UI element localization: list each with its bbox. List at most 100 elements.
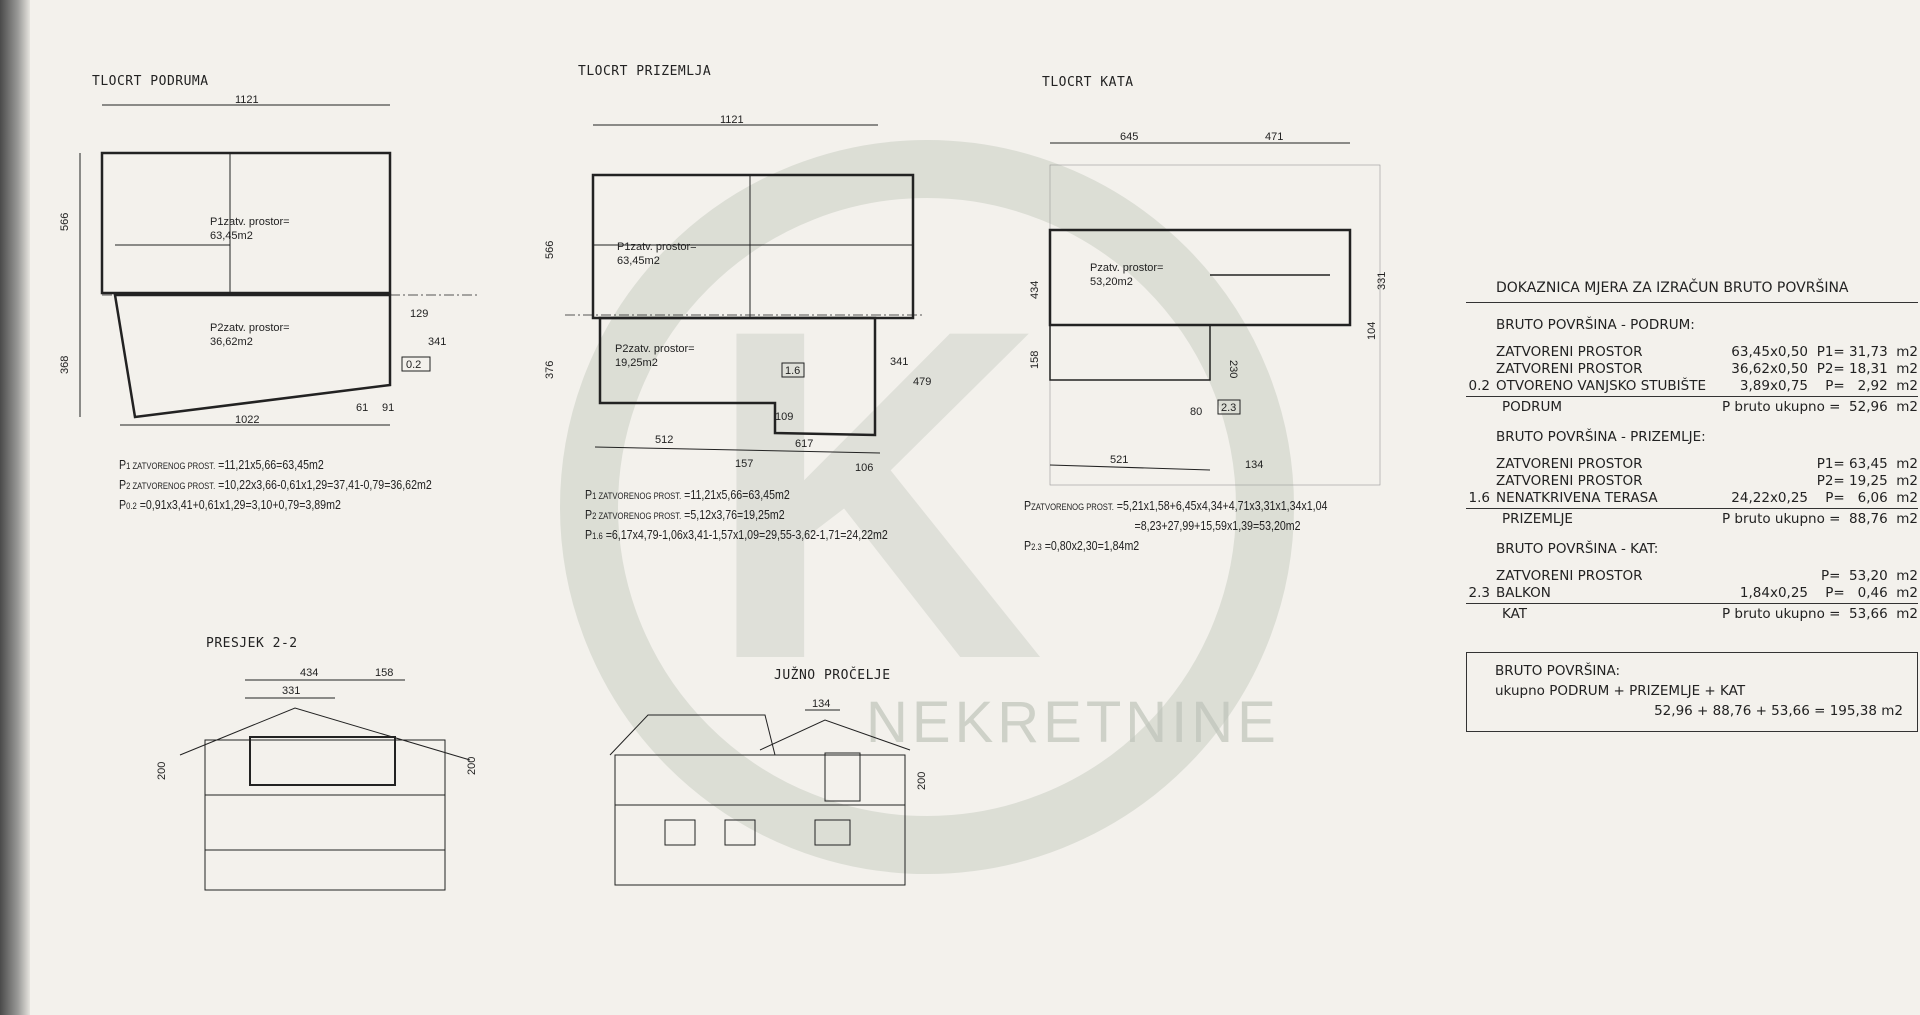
dim-label: 158: [1029, 351, 1041, 369]
dim-label: 106: [855, 462, 873, 474]
dim-label: 645: [1120, 131, 1138, 143]
dim-label: 617: [795, 438, 813, 450]
dim-label: 109: [775, 411, 793, 423]
dim-label: 471: [1265, 131, 1283, 143]
prizemlje-formulas: P1 ZATVORENOG PROST. =11,21x5,66=63,45m2…: [585, 488, 888, 542]
room-area: 63,45m2: [617, 255, 660, 267]
podrum-formulas: P1 ZATVORENOG PROST. =11,21x5,66=63,45m2…: [119, 458, 432, 512]
page-edge: [0, 0, 30, 1015]
row-calc: 36,62x0,50: [1731, 360, 1808, 377]
title-kat: TLOCRT KATA: [1042, 75, 1134, 90]
title-prizemlje: TLOCRT PRIZEMLJA: [578, 64, 712, 79]
row-label: ZATVORENI PROSTOR: [1496, 567, 1643, 584]
dim-label: 1121: [235, 94, 259, 106]
dim-label: 331: [1376, 272, 1388, 290]
table-title: DOKAZNICA MJERA ZA IZRAČUN BRUTO POVRŠIN…: [1496, 280, 1849, 296]
row-result: P= 0,46 m2: [1825, 584, 1918, 601]
table-row: 0.2 OTVORENO VANJSKO STUBIŠTE 3,89x0,75 …: [1466, 377, 1918, 394]
section-2-2-drawing: 434 331 158 200 200: [156, 667, 478, 891]
total-label: PRIZEMLJE: [1502, 511, 1573, 527]
total-label: PODRUM: [1502, 399, 1563, 415]
dim-label: 434: [1029, 281, 1041, 299]
table-row: ZATVORENI PROSTOR P= 53,20 m2: [1466, 567, 1918, 584]
dim-label: 200: [916, 772, 928, 790]
dim-label: 521: [1110, 454, 1128, 466]
row-calc: 1,84x0,25: [1739, 584, 1808, 601]
section-total: PODRUM P bruto ukupno = 52,96 m2: [1466, 399, 1918, 415]
dim-label: 61: [356, 402, 368, 414]
podrum-floor-plan: 1121 566 368 129 341 1022 61 91 0.2 P1zat…: [59, 94, 480, 426]
section-total: PRIZEMLJE P bruto ukupno = 88,76 m2: [1466, 511, 1918, 527]
row-label: ZATVORENI PROSTOR: [1496, 343, 1643, 360]
dim-label: 80: [1190, 406, 1202, 418]
title-podrum: TLOCRT PODRUMA: [92, 74, 209, 89]
room-area: 36,62m2: [210, 336, 253, 348]
section-heading: BRUTO POVRŠINA - PRIZEMLJE:: [1496, 429, 1706, 445]
dim-label: 200: [466, 757, 478, 775]
dim-label: 566: [59, 213, 71, 231]
dim-label: 479: [913, 376, 931, 388]
title-presjek: PRESJEK 2-2: [206, 636, 298, 651]
dim-label: 230: [1227, 360, 1239, 378]
summary-sum: 52,96 + 88,76 + 53,66 = 195,38 m2: [1654, 703, 1903, 719]
room-name: P1zatv. prostor=: [210, 216, 290, 228]
dim-label: 158: [375, 667, 393, 679]
row-result: P2= 19,25 m2: [1816, 472, 1918, 489]
dim-label: 341: [428, 336, 446, 348]
total-value: P bruto ukupno = 88,76 m2: [1721, 511, 1918, 527]
dim-label: 91: [382, 402, 394, 414]
row-result: P1= 63,45 m2: [1816, 455, 1918, 472]
dim-label: 341: [890, 356, 908, 368]
table-row: ZATVORENI PROSTOR P1= 63,45 m2: [1466, 455, 1918, 472]
row-label: NENATKRIVENA TERASA: [1496, 489, 1658, 506]
section-total: KAT P bruto ukupno = 53,66 m2: [1466, 606, 1918, 622]
row-label: OTVORENO VANJSKO STUBIŠTE: [1496, 377, 1706, 394]
room-area: 19,25m2: [615, 357, 658, 369]
summary-box: BRUTO POVRŠINA: ukupno PODRUM + PRIZEMLJ…: [1466, 652, 1918, 732]
watermark-text: NEKRETNINE: [866, 690, 1280, 755]
table-row: 1.6 NENATKRIVENA TERASA 24,22x0,25 P= 6,…: [1466, 489, 1918, 506]
row-code: 2.3: [1468, 584, 1490, 601]
gross-area-table: DOKAZNICA MJERA ZA IZRAČUN BRUTO POVRŠIN…: [1466, 280, 1918, 732]
row-label: ZATVORENI PROSTOR: [1496, 360, 1643, 377]
row-calc: 63,45x0,50: [1731, 343, 1808, 360]
dim-label: 157: [735, 458, 753, 470]
row-calc: 24,22x0,25: [1731, 489, 1808, 506]
row-code: 1.6: [1468, 489, 1490, 506]
dim-label: 434: [300, 667, 318, 679]
dim-label: 368: [59, 356, 71, 374]
summary-line: ukupno PODRUM + PRIZEMLJE + KAT: [1495, 683, 1746, 699]
kat-formulas: PZATVORENOG PROST. =5,21x1,58+6,45x4,34+…: [1024, 499, 1328, 553]
dim-label: 566: [544, 241, 556, 259]
total-label: KAT: [1502, 606, 1528, 622]
summary-title: BRUTO POVRŠINA:: [1495, 663, 1621, 679]
row-result: P= 53,20 m2: [1820, 567, 1918, 584]
table-row: ZATVORENI PROSTOR 63,45x0,50 P1= 31,73 m…: [1466, 343, 1918, 360]
section-heading: BRUTO POVRŠINA - PODRUM:: [1496, 317, 1695, 333]
dim-label: 134: [812, 698, 830, 710]
row-result: P2= 18,31 m2: [1816, 360, 1918, 377]
dim-label: 1022: [235, 414, 259, 426]
zone-label: 0.2: [406, 359, 421, 371]
section-heading: BRUTO POVRŠINA - KAT:: [1496, 541, 1659, 557]
row-calc: 3,89x0,75: [1739, 377, 1808, 394]
zone-label: 2.3: [1221, 402, 1236, 414]
dim-label: 129: [410, 308, 428, 320]
table-row: ZATVORENI PROSTOR P2= 19,25 m2: [1466, 472, 1918, 489]
zone-label: 1.6: [785, 365, 800, 377]
title-procelje: JUŽNO PROČELJE: [774, 668, 891, 683]
kat-floor-plan: 645 471 434 158 331 104 230 80 2.3 521 13…: [1029, 131, 1388, 486]
dim-label: 134: [1245, 459, 1263, 471]
total-value: P bruto ukupno = 52,96 m2: [1721, 399, 1918, 415]
room-name: P1zatv. prostor=: [617, 241, 697, 253]
room-area: 53,20m2: [1090, 276, 1133, 288]
dim-label: 376: [544, 361, 556, 379]
room-name: Pzatv. prostor=: [1090, 262, 1163, 274]
room-name: P2zatv. prostor=: [615, 343, 695, 355]
dim-label: 104: [1366, 322, 1378, 340]
dim-label: 331: [282, 685, 300, 697]
row-label: ZATVORENI PROSTOR: [1496, 472, 1643, 489]
table-row: 2.3 BALKON 1,84x0,25 P= 0,46 m2: [1466, 584, 1918, 601]
row-code: 0.2: [1468, 377, 1490, 394]
dim-label: 1121: [720, 114, 744, 126]
